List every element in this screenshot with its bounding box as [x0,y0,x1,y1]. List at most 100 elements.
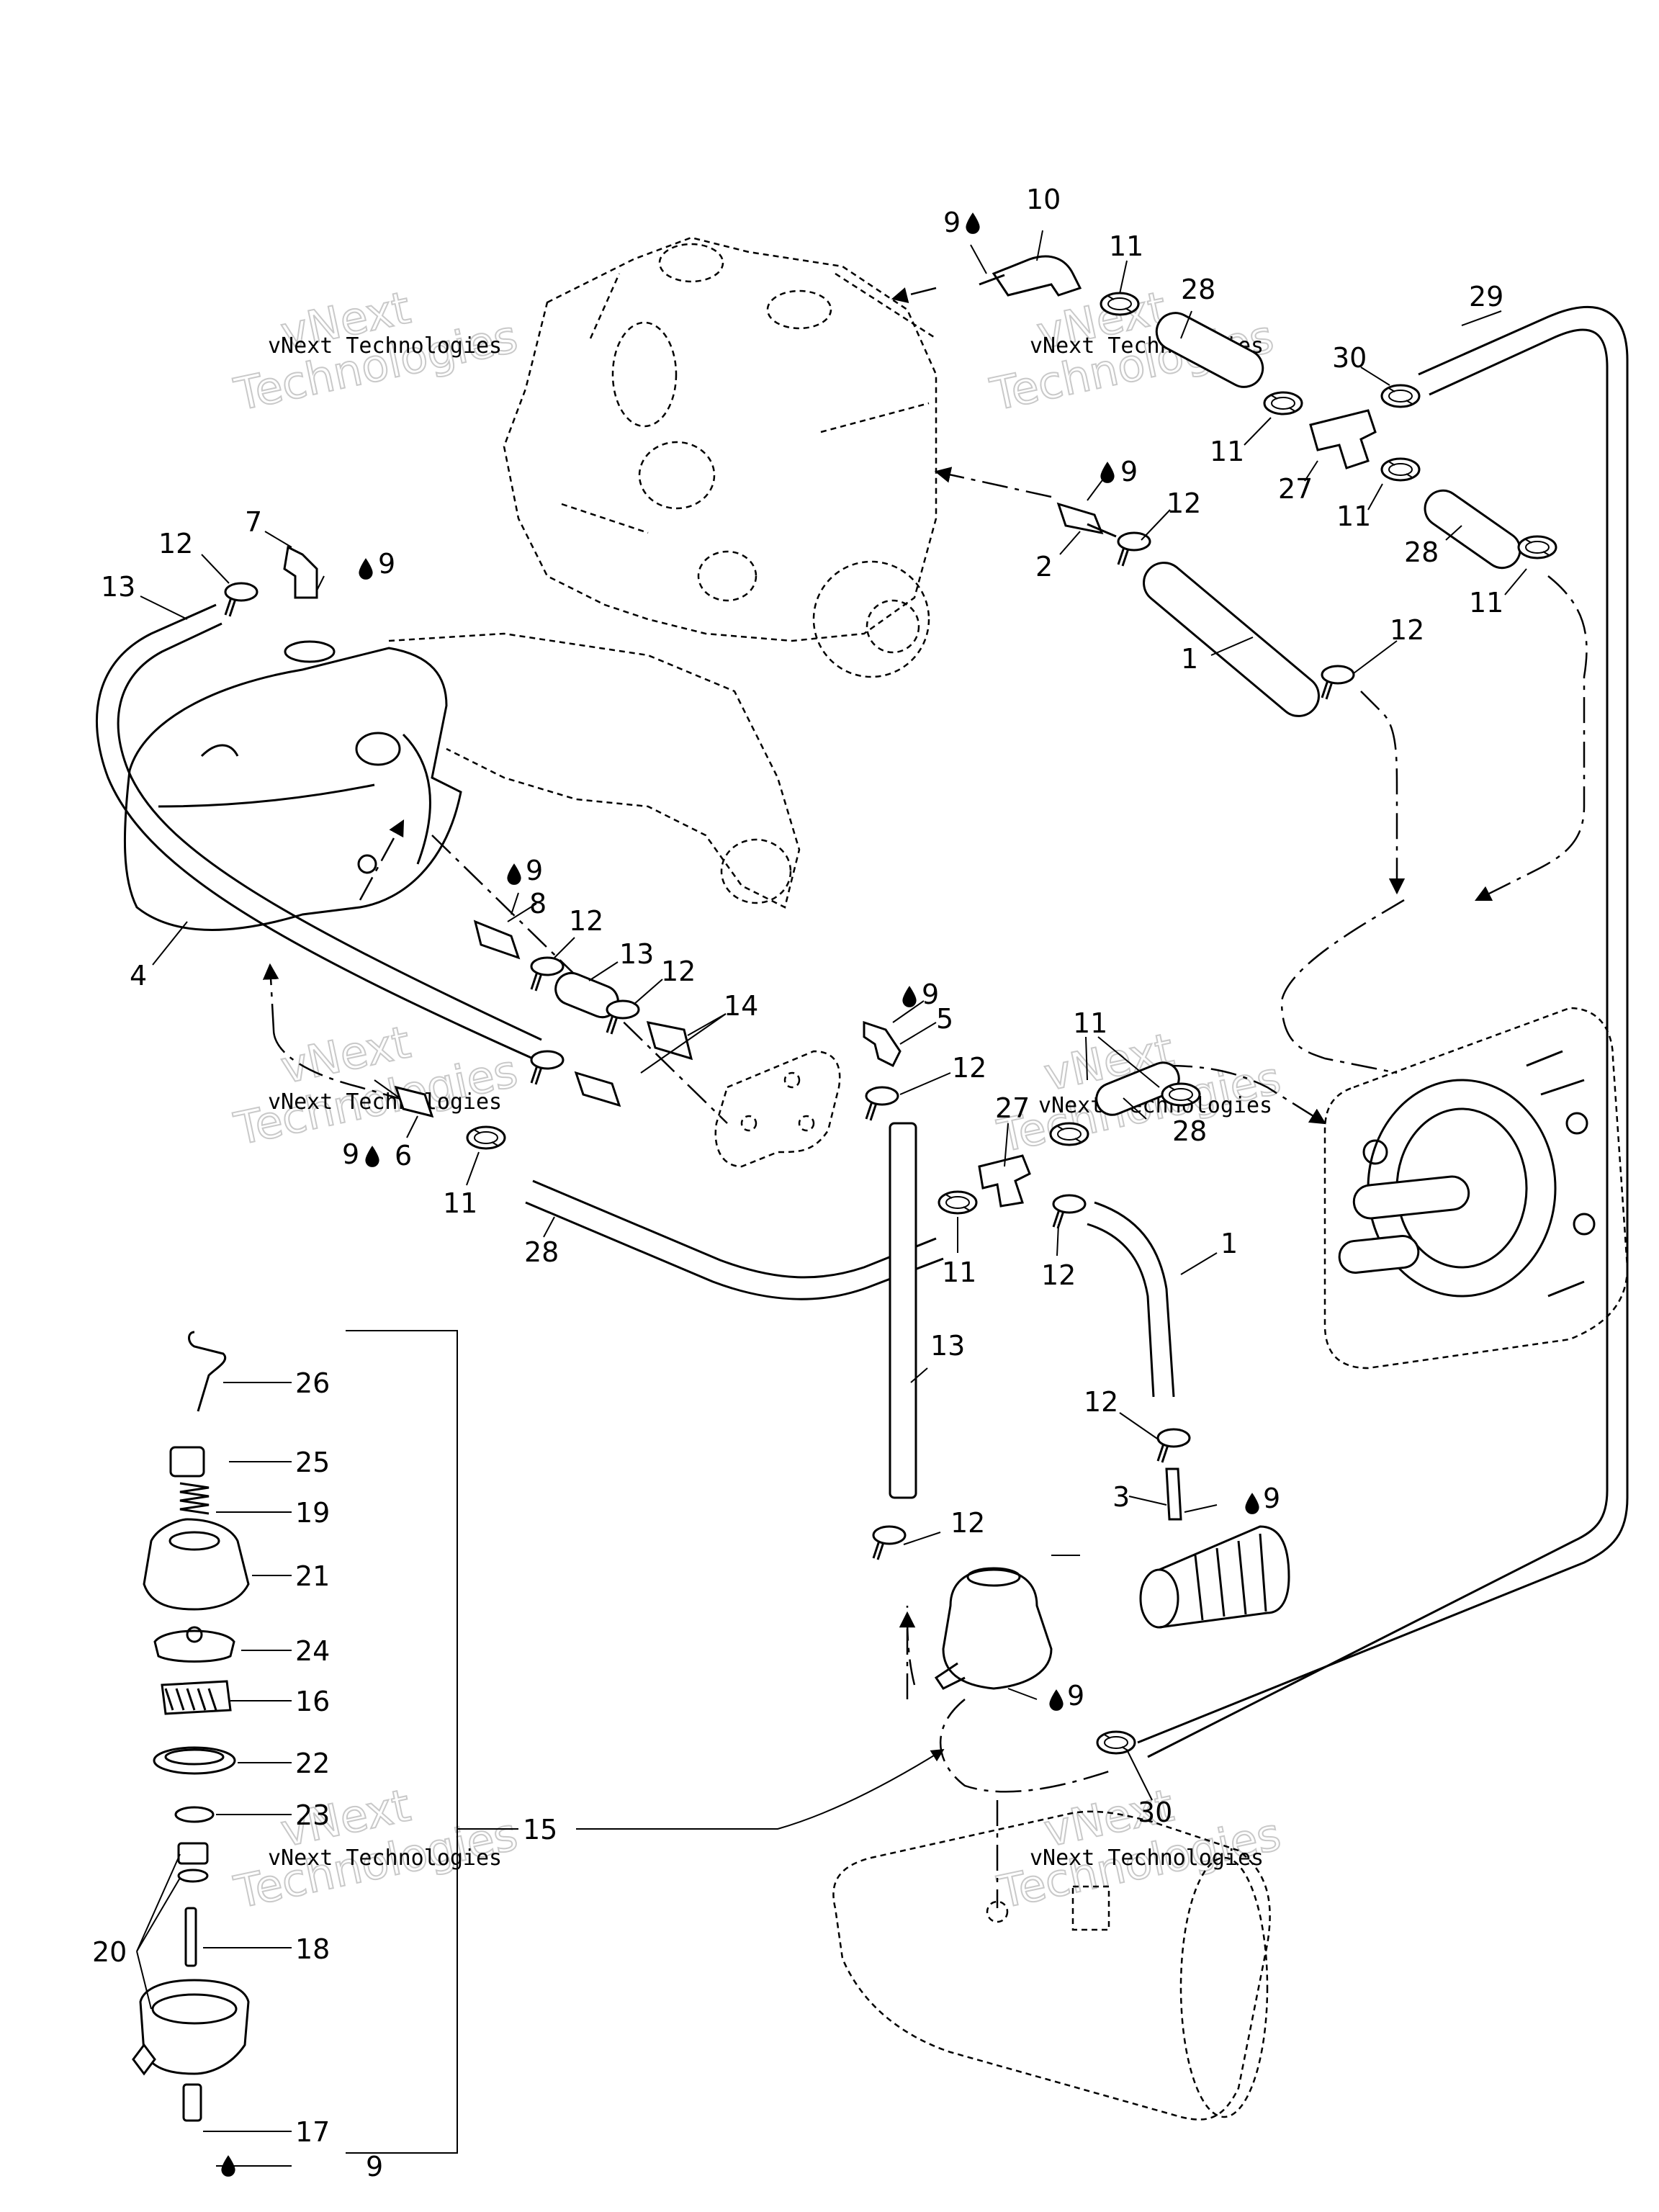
callout-21: 21 [295,1560,330,1592]
fitting-3 [1165,1467,1182,1521]
callout-12: 12 [952,1052,986,1084]
clamp-12 [224,582,258,618]
callout-12: 12 [1041,1259,1076,1291]
clamp-11 [1517,535,1557,559]
flow-paths [262,287,1588,1908]
watermark-small: vNext Technologies [268,1089,502,1115]
callout-13: 13 [619,938,654,970]
callout-23: 23 [295,1799,330,1831]
assembly-bracket-15 [346,1330,458,2154]
callout-17: 17 [295,2116,330,2148]
callout-9: 9 [1263,1483,1280,1514]
hose-28-lower-inner [525,1201,944,1300]
callout-12: 12 [1166,487,1201,519]
jet-pump-housing [123,632,801,931]
callout-30: 30 [1138,1797,1172,1828]
watermark: vNext Technologies [992,1778,1286,1919]
callout-9: 9 [378,548,395,580]
oil-drop-icon [1245,1493,1259,1514]
hose-1-upper [1143,562,1320,717]
clamp-11 [1100,292,1140,316]
hose-13-loop-inner [117,622,542,1041]
callout-3: 3 [1112,1481,1130,1513]
clamp-12 [865,1086,899,1122]
callout-30: 30 [1332,342,1367,374]
intake-strainer-end [1139,1568,1179,1629]
callout-12: 12 [661,956,696,987]
watermark: vNext Technologies [229,1778,523,1919]
tee-fitting-27-lower [978,1154,1031,1208]
clamp-11 [938,1190,978,1215]
hose-28-middle [1095,1061,1180,1116]
callout-10: 10 [1026,184,1061,215]
callout-labels: 9 10 11 28 29 30 11 27 11 28 11 9 12 2 1… [92,184,1503,2182]
oil-drop-icon [966,212,980,234]
elbow-fitting-5 [863,1020,902,1068]
callout-20: 20 [92,1936,127,1968]
clamp-12 [1156,1428,1191,1464]
callout-28: 28 [1181,274,1215,305]
callout-28: 28 [1404,536,1439,568]
elbow-fitting-7 [283,545,318,599]
vacuum-valve-assembly [132,1331,250,2122]
callout-9: 9 [1067,1680,1084,1712]
clamp-12 [1052,1194,1087,1230]
callout-11: 11 [942,1256,976,1288]
fitting-14-b [574,1071,621,1107]
muffler-phantom [832,1810,1271,2121]
oil-drop-icon [365,1146,379,1167]
fittings [283,255,1377,1629]
callout-18: 18 [295,1933,330,1965]
callout-9: 9 [342,1138,359,1170]
callout-11: 11 [1210,436,1244,467]
callout-12: 12 [1390,614,1424,646]
hose-1-lower-inner [1087,1223,1155,1398]
callout-13: 13 [101,571,135,603]
clamp-30 [1096,1730,1136,1755]
callout-28: 28 [1172,1115,1207,1147]
callout-1: 1 [1220,1228,1238,1259]
callout-5: 5 [936,1003,953,1035]
callout-14: 14 [724,990,758,1022]
fitting-17 [182,2083,202,2122]
oil-drop-icon [902,986,917,1007]
oil-drop-icon [221,2155,235,2177]
callout-12: 12 [569,905,603,937]
clamp-11 [466,1125,506,1150]
tee-fitting-27-top [1309,409,1377,469]
callout-16: 16 [295,1686,330,1717]
callout-13: 13 [930,1330,965,1362]
callout-9: 9 [366,2151,383,2182]
hose-clamps [466,292,1557,1755]
callout-9: 9 [943,207,961,238]
clamp-30 [1380,384,1421,408]
clamp-16 [161,1680,232,1715]
clamp-12 [530,1050,565,1086]
callout-12: 12 [1084,1386,1118,1418]
mounting-bracket-phantom [714,1050,841,1168]
hose-28-lower-outer [532,1179,937,1279]
callout-26: 26 [295,1367,330,1399]
callout-27: 27 [995,1092,1030,1124]
valve-20-washer [177,1869,209,1883]
pin-18 [184,1907,197,1967]
intake-strainer [1159,1525,1290,1629]
hose-13-loop-outer [96,603,534,1060]
spring-19 [179,1482,210,1515]
clamp-11 [1049,1122,1089,1146]
leader-lines [136,230,1527,2167]
callout-19: 19 [295,1497,330,1529]
diaphragm-24 [153,1629,235,1663]
hose-13-vertical [889,1122,917,1499]
engine-phantom [503,236,938,678]
callout-9: 9 [526,855,543,886]
callout-24: 24 [295,1635,330,1667]
callout-4: 4 [130,960,147,992]
callout-8: 8 [529,888,547,920]
clamp-12 [1321,665,1355,701]
watermark-small: vNext Technologies [268,333,502,359]
callout-9: 9 [922,979,939,1010]
clamp-11 [1380,457,1421,482]
callout-27: 27 [1278,473,1313,505]
